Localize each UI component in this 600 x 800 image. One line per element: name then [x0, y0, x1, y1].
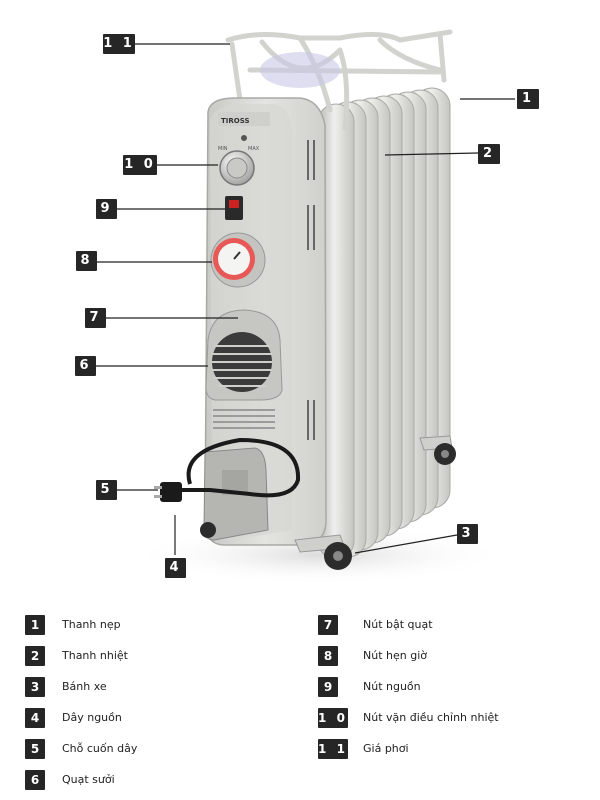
power-cord — [175, 437, 301, 498]
control-panel: TIROSS MIN MAX — [154, 97, 327, 546]
heater-diagram: TIROSS MIN MAX — [96, 29, 515, 585]
callout-badge-1: 1 — [517, 89, 539, 109]
fan-grille — [205, 309, 283, 401]
legend-badge-6: 6 — [25, 770, 45, 790]
callout-badge-4: 4 — [165, 558, 186, 578]
legend-label-8: Nút hẹn giờ — [363, 649, 427, 662]
legend-badge-2: 2 — [25, 646, 45, 666]
legend-label-3: Bánh xe — [62, 680, 107, 693]
drying-rack — [225, 29, 453, 131]
callout-badge-2: 2 — [478, 144, 500, 164]
wheels — [200, 435, 456, 570]
svg-text:MIN: MIN — [218, 146, 228, 152]
callout-badge-9: 9 — [96, 199, 117, 219]
legend-badge-5: 5 — [25, 739, 45, 759]
svg-text:MAX: MAX — [248, 146, 260, 152]
callout-badge-8: 8 — [76, 251, 97, 271]
legend-label-2: Thanh nhiệt — [62, 649, 128, 662]
legend-badge-3: 3 — [25, 677, 45, 697]
legend-label-1: Thanh nẹp — [62, 618, 121, 631]
brand-label: TIROSS — [221, 117, 250, 125]
callout-badge-10: 1 0 — [123, 155, 157, 175]
callout-badge-6: 6 — [75, 356, 96, 376]
legend-badge-9: 9 — [318, 677, 338, 697]
callout-badge-3: 3 — [457, 524, 478, 544]
legend-badge-8: 8 — [318, 646, 338, 666]
legend-label-4: Dây nguồn — [62, 711, 122, 724]
legend-badge-11: 1 1 — [318, 739, 348, 759]
legend-badge-10: 1 0 — [318, 708, 348, 728]
callout-badge-7: 7 — [85, 308, 106, 328]
legend-label-9: Nút nguồn — [363, 680, 421, 693]
legend-label-6: Quạt sưởi — [62, 773, 115, 786]
leader-lines — [96, 43, 515, 555]
callout-badge-5: 5 — [96, 480, 117, 500]
legend-label-7: Nút bật quạt — [363, 618, 433, 631]
callout-badge-11: 1 1 — [103, 34, 135, 54]
legend-badge-7: 7 — [318, 615, 338, 635]
legend-label-5: Chỗ cuốn dây — [62, 742, 138, 755]
legend-label-11: Giá phơi — [363, 742, 409, 755]
legend-badge-4: 4 — [25, 708, 45, 728]
heating-fins — [317, 87, 451, 560]
legend-label-10: Nút vặn điều chỉnh nhiệt — [363, 711, 499, 724]
legend-badge-1: 1 — [25, 615, 45, 635]
